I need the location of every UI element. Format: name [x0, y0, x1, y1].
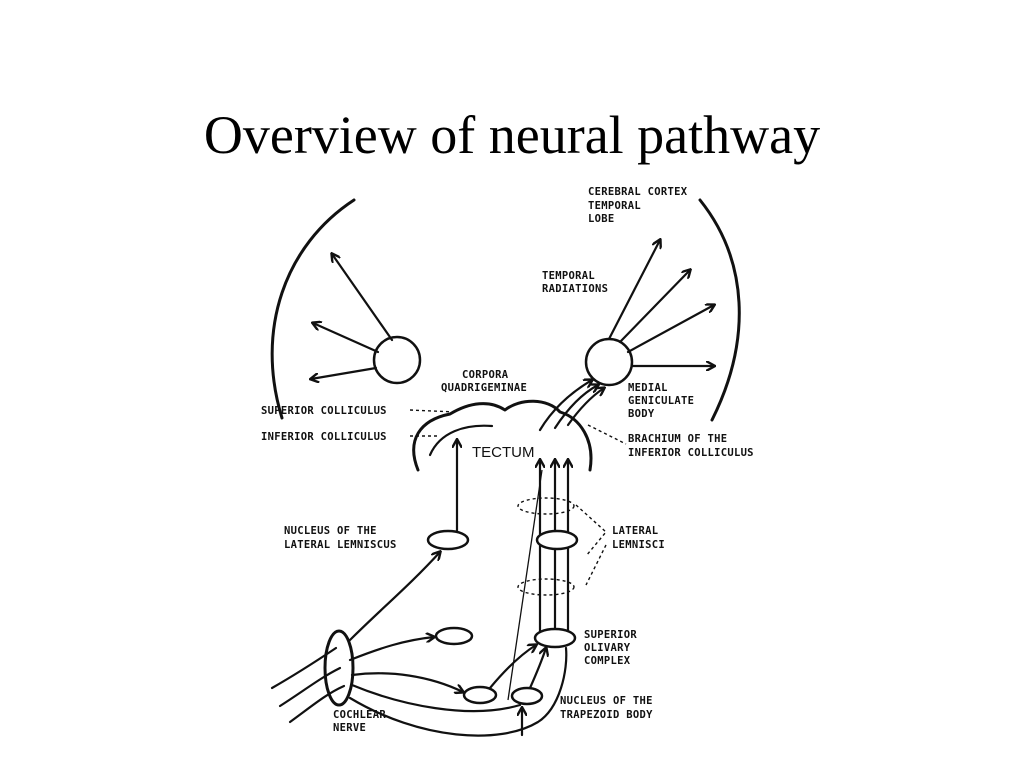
left-cortex-arc — [270, 198, 356, 420]
lemnisci-pointer — [575, 504, 607, 586]
left-radiation-arrow-1 — [332, 254, 394, 342]
long-crossing-fiber — [507, 469, 543, 701]
nucleus-lateral-lemniscus — [426, 529, 470, 551]
cochlear-nucleus-complex — [323, 629, 355, 707]
label-cerebral-cortex-1: CEREBRAL CORTEX — [588, 186, 688, 198]
label-brachium-1: BRACHIUM OF THE — [628, 433, 727, 445]
label-inferior-colliculus: INFERIOR COLLICULUS — [261, 431, 387, 443]
right-radiation-arrow-1 — [607, 240, 660, 341]
tectum-outline — [412, 399, 593, 472]
colliculus-curve — [428, 424, 494, 457]
label-superior-colliculus: SUPERIOR COLLICULUS — [261, 405, 387, 417]
label-cochlear-nerve-1: COCHLEAR — [333, 709, 386, 721]
label-superior-olivary-2: OLIVARY — [584, 642, 631, 654]
label-brachium-2: INFERIOR COLLICULUS — [628, 447, 754, 459]
label-medial-geniculate-3: BODY — [628, 408, 655, 420]
cochlear-nerve-fiber-3 — [288, 684, 346, 724]
cochlea-to-small-nucleus-arrow — [348, 637, 434, 662]
label-nucleus-trapezoid-1: NUCLEUS OF THE — [560, 695, 653, 707]
lower-loop-fiber — [348, 646, 568, 737]
label-nucleus-lateral-lemniscus-2: LATERAL LEMNISCUS — [284, 539, 397, 551]
cochlea-to-trapezoid-arrow — [350, 672, 463, 692]
right-lemniscus-nucleus — [535, 529, 579, 551]
label-corpora-1: CORPORA — [462, 369, 509, 381]
label-temporal-radiations-1: TEMPORAL — [542, 270, 595, 282]
brachium-pointer — [587, 424, 627, 445]
lemniscus-section-lower — [517, 578, 575, 596]
label-superior-olivary-1: SUPERIOR — [584, 629, 637, 641]
label-medial-geniculate-2: GENICULATE — [628, 395, 694, 407]
cochlear-nerve-fiber-1 — [270, 646, 338, 690]
superior-colliculus-pointer — [409, 409, 456, 413]
slide-title: Overview of neural pathway — [203, 105, 821, 165]
trapezoid-nucleus-left — [462, 685, 498, 705]
label-nucleus-lateral-lemniscus-1: NUCLEUS OF THE — [284, 525, 377, 537]
superior-olivary-nucleus — [533, 627, 577, 649]
label-tectum: TECTUM — [472, 444, 535, 461]
left-geniculate-circle — [372, 335, 422, 385]
brachium-fiber-1 — [538, 380, 592, 432]
label-cerebral-cortex-2: TEMPORAL — [588, 200, 641, 212]
cochlea-crossing-fiber — [350, 683, 522, 713]
cochlea-to-lemniscus-arrow — [348, 552, 440, 642]
label-cochlear-nerve-2: NERVE — [333, 722, 366, 734]
right-radiation-arrow-2 — [618, 270, 690, 344]
cochlear-nerve-fiber-2 — [278, 666, 342, 708]
label-nucleus-trapezoid-2: TRAPEZOID BODY — [560, 709, 653, 721]
trapezoid-nucleus-right — [510, 686, 544, 706]
brachium-fiber-3 — [566, 388, 604, 427]
trapezoid-right-to-olive-arrow — [528, 648, 546, 690]
left-radiation-arrow-3 — [311, 366, 378, 379]
label-medial-geniculate-1: MEDIAL — [628, 382, 668, 394]
label-corpora-2: QUADRIGEMINAE — [441, 382, 527, 394]
lemniscus-section-upper — [517, 497, 575, 515]
right-geniculate-circle — [584, 337, 634, 387]
label-temporal-radiations-2: RADIATIONS — [542, 283, 608, 295]
left-radiation-arrow-2 — [313, 323, 380, 354]
right-radiation-arrow-3 — [626, 305, 714, 354]
label-cerebral-cortex-3: LOBE — [588, 213, 615, 225]
trapezoid-to-olive-arrow — [488, 645, 536, 690]
cochlear-nucleus-small — [434, 626, 474, 646]
label-superior-olivary-3: COMPLEX — [584, 655, 631, 667]
label-lateral-lemnisci-2: LEMNISCI — [612, 539, 665, 551]
label-lateral-lemnisci-1: LATERAL — [612, 525, 658, 537]
right-cortex-arc — [698, 198, 741, 422]
